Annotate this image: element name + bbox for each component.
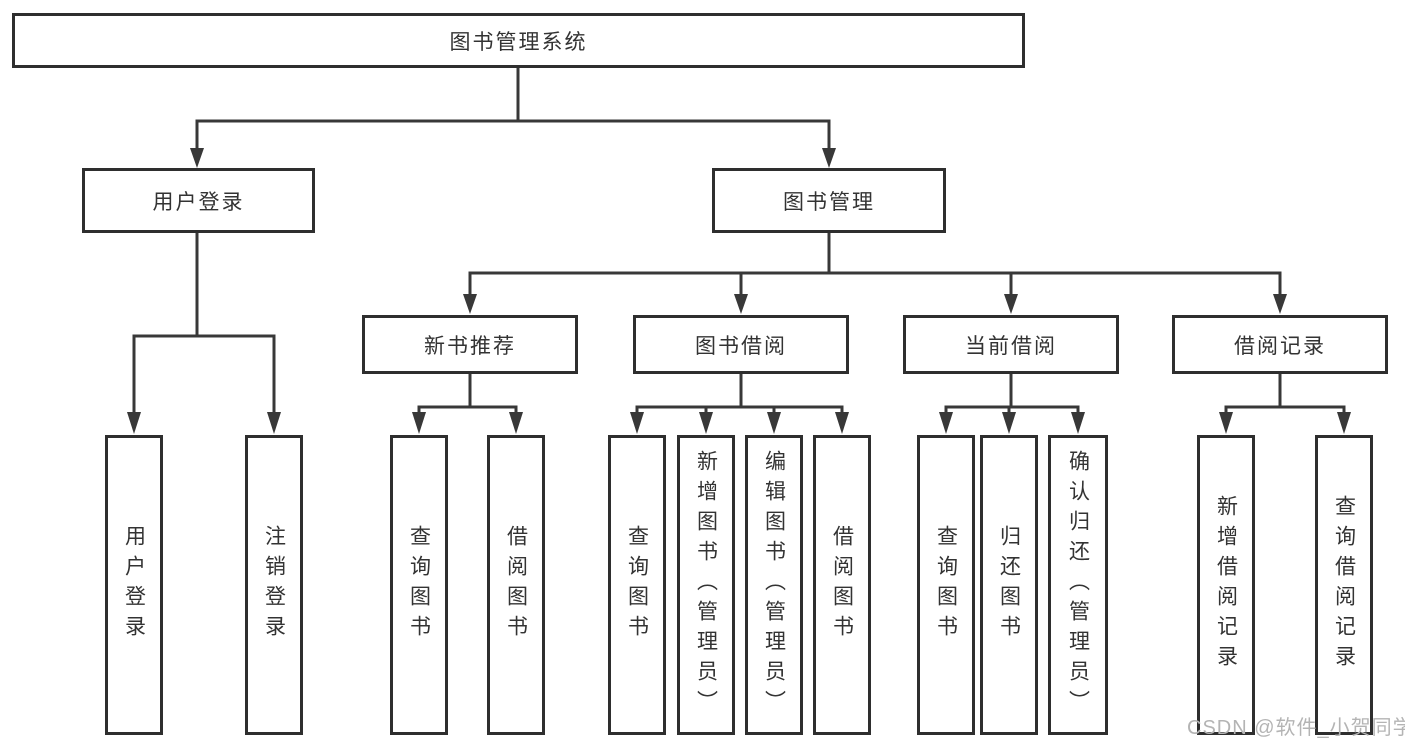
leaf-borrow-books-1: 借阅图书 xyxy=(487,435,545,735)
leaf-query-books-2: 查询图书 xyxy=(608,435,666,735)
node-root-label: 图书管理系统 xyxy=(449,30,588,54)
node-new-book-recommend: 新书推荐 xyxy=(362,315,578,374)
leaf-label: 注销登录 xyxy=(262,525,286,645)
leaf-add-borrow-record: 新增借阅记录 xyxy=(1197,435,1255,735)
node-borrowing-records: 借阅记录 xyxy=(1172,315,1388,374)
node-book-borrowing: 图书借阅 xyxy=(633,315,849,374)
leaf-label: 确认归还（管理员） xyxy=(1066,450,1090,720)
node-current-borrowing: 当前借阅 xyxy=(903,315,1119,374)
leaf-borrow-books-2: 借阅图书 xyxy=(813,435,871,735)
leaf-label: 编辑图书（管理员） xyxy=(762,450,786,720)
leaf-query-borrow-record: 查询借阅记录 xyxy=(1315,435,1373,735)
connector-mgmt-to-level3 xyxy=(463,233,1287,314)
arrow-down-icon xyxy=(734,294,748,314)
connector-level3-to-leaves xyxy=(412,374,1351,434)
arrow-down-icon xyxy=(463,294,477,314)
leaf-label: 查询借阅记录 xyxy=(1332,495,1356,675)
leaf-label: 查询图书 xyxy=(407,525,431,645)
csdn-watermark: CSDN @软件_小贺同学 xyxy=(1187,717,1405,739)
connector-root-to-level1 xyxy=(190,68,836,168)
arrow-down-icon xyxy=(127,412,141,434)
leaf-confirm-return-admin: 确认归还（管理员） xyxy=(1048,435,1108,735)
leaf-label: 归还图书 xyxy=(997,525,1021,645)
arrow-down-icon xyxy=(412,412,426,434)
leaf-user-login: 用户登录 xyxy=(105,435,163,735)
leaf-logout: 注销登录 xyxy=(245,435,303,735)
arrow-down-icon xyxy=(1219,412,1233,434)
arrow-down-icon xyxy=(1071,412,1085,434)
arrow-down-icon xyxy=(1004,294,1018,314)
leaf-label: 借阅图书 xyxy=(830,525,854,645)
leaf-label: 查询图书 xyxy=(625,525,649,645)
leaf-label: 借阅图书 xyxy=(504,525,528,645)
arrow-down-icon xyxy=(630,412,644,434)
node-label: 用户登录 xyxy=(152,190,245,214)
arrow-down-icon xyxy=(1337,412,1351,434)
arrow-down-icon xyxy=(835,412,849,434)
leaf-add-books-admin: 新增图书（管理员） xyxy=(677,435,735,735)
arrow-down-icon xyxy=(939,412,953,434)
node-book-management-branch: 图书管理 xyxy=(712,168,946,233)
arrow-down-icon xyxy=(822,148,836,168)
arrow-down-icon xyxy=(267,412,281,434)
leaf-return-books: 归还图书 xyxy=(980,435,1038,735)
arrow-down-icon xyxy=(767,412,781,434)
leaf-query-books-1: 查询图书 xyxy=(390,435,448,735)
arrow-down-icon xyxy=(1273,294,1287,314)
leaf-label: 新增图书（管理员） xyxy=(694,450,718,720)
node-label: 当前借阅 xyxy=(965,334,1057,358)
leaf-edit-books-admin: 编辑图书（管理员） xyxy=(745,435,803,735)
node-root: 图书管理系统 xyxy=(12,13,1025,68)
node-label: 图书管理 xyxy=(783,190,875,214)
leaf-label: 新增借阅记录 xyxy=(1214,495,1238,675)
leaf-label: 用户登录 xyxy=(122,525,146,645)
leaf-query-books-3: 查询图书 xyxy=(917,435,975,735)
node-label: 图书借阅 xyxy=(695,334,787,358)
node-label: 新书推荐 xyxy=(424,334,516,358)
arrow-down-icon xyxy=(509,412,523,434)
node-user-login-branch: 用户登录 xyxy=(82,168,315,233)
arrow-down-icon xyxy=(699,412,713,434)
arrow-down-icon xyxy=(190,148,204,168)
node-label: 借阅记录 xyxy=(1234,334,1326,358)
connector-login-to-leaves xyxy=(127,233,281,434)
leaf-label: 查询图书 xyxy=(934,525,958,645)
arrow-down-icon xyxy=(1002,412,1016,434)
